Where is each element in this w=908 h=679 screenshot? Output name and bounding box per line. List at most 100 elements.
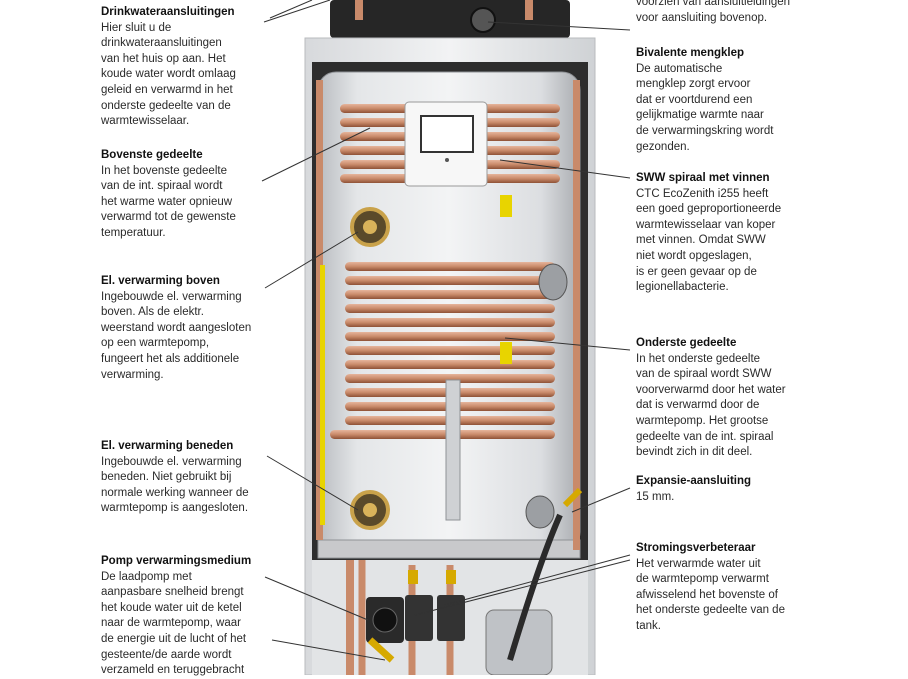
callout-line: De laadpomp met (101, 570, 192, 583)
callout-top-right: voorzien van aansluitleidingen voor aans… (636, 0, 790, 26)
callout-title: El. verwarming boven (101, 275, 220, 287)
callout-line: In het onderste gedeelte (636, 352, 761, 365)
callout-line: van de spiraal wordt SWW (636, 368, 772, 381)
callout-line: het onderste gedeelte van de (636, 604, 785, 617)
lower-sensor (500, 342, 512, 364)
callout-line: mengklep zorgt ervoor (636, 78, 751, 91)
callout-title: SWW spiraal met vinnen (636, 172, 770, 184)
callout-line: een goed geproportioneerde (636, 203, 782, 216)
callout-line: bevindt zich in dit deel. (636, 446, 753, 459)
callout-line: is er geen gevaar op de (636, 265, 757, 278)
callout-line: geleid en verwarmd in het (101, 83, 233, 96)
callout-line: warmtepomp is aangesloten. (101, 502, 249, 515)
callout-line: niet wordt opgeslagen, (636, 249, 752, 262)
callout-line: dat er voortdurend een (636, 93, 753, 106)
callout-line: 15 mm. (636, 490, 675, 503)
callout-line: de warmtepomp verwarmt (636, 573, 769, 586)
callout-line: tank. (636, 619, 661, 632)
expansion-vessel (485, 609, 553, 675)
callout-mengklep: Bivalente mengklep De automatische mengk… (636, 46, 773, 155)
tank-bottom (317, 539, 581, 559)
callout-line: verzameld en teruggebracht (101, 664, 245, 677)
top-pipe-right (525, 0, 533, 20)
side-fitting-lower (525, 495, 555, 529)
callout-line: op een warmtepomp, (101, 337, 210, 350)
pump-dial-icon (372, 607, 398, 633)
pump-3 (437, 595, 465, 641)
callout-line: gezonden. (636, 140, 690, 153)
callout-line: warmtewisselaar. (101, 115, 190, 128)
callout-line: temperatuur. (101, 226, 166, 239)
callout-drinkwater: Drinkwateraansluitingen Hier sluit u de … (101, 5, 236, 130)
callout-line: Het verwarmde water uit (636, 557, 761, 570)
callout-title: Expansie-aansluiting (636, 475, 752, 487)
callout-line: boven. Als de elektr. (101, 306, 204, 319)
callout-line: Ingebouwde el. verwarming (101, 290, 242, 303)
valve-1 (408, 570, 418, 584)
callout-title: Drinkwateraansluitingen (101, 6, 235, 18)
upper-heater-core (363, 220, 377, 234)
lower-heater-core (363, 503, 377, 517)
callout-line: De automatische (636, 62, 723, 75)
valve-2 (446, 570, 456, 584)
callout-line: legionellabacterie. (636, 281, 729, 294)
callout-line: onderste gedeelte van de (101, 99, 231, 112)
callout-expansie: Expansie-aansluiting 15 mm. (636, 474, 751, 505)
callout-pomp: Pomp verwarmingsmedium De laadpomp met a… (101, 554, 251, 679)
callout-line: gesteente/de aarde wordt (101, 648, 232, 661)
display-screen (420, 115, 474, 153)
display-button-icon (445, 158, 449, 162)
callout-line: van de int. spiraal wordt (101, 180, 223, 193)
expansion-fitting (562, 487, 583, 508)
mixing-valve-icon (470, 7, 496, 33)
callout-line: van het huis op aan. Het (101, 52, 226, 65)
callout-line: het koude water uit de ketel (101, 601, 242, 614)
callout-line: naar de warmtepomp, waar (101, 617, 241, 630)
callout-title: Bovenste gedeelte (101, 149, 203, 161)
left-vertical-pipe (316, 80, 323, 540)
right-vertical-pipe (573, 80, 580, 550)
callout-line: verwarmd tot de gewenste (101, 211, 236, 224)
pump-fitting (367, 637, 395, 663)
callout-title: Pomp verwarmingsmedium (101, 555, 252, 567)
callout-line: Ingebouwde el. verwarming (101, 455, 242, 468)
callout-line: de verwarmingskring wordt (636, 124, 774, 137)
callout-line: fungeert het als additionele (101, 352, 240, 365)
callout-title: Onderste gedeelte (636, 337, 737, 349)
hose (507, 513, 563, 661)
callout-line: beneden. Niet gebruikt bij (101, 471, 232, 484)
callout-el-boven: El. verwarming boven Ingebouwde el. verw… (101, 274, 251, 383)
callout-line: weerstand wordt aangesloten (101, 321, 252, 334)
callout-line: met vinnen. Omdat SWW (636, 234, 766, 247)
callout-line: afwisselend het bovenste of (636, 588, 778, 601)
callout-line: warmtewisselaar van koper (636, 218, 776, 231)
callout-line: aanpasbare snelheid brengt (101, 586, 244, 599)
callout-line: verwarming. (101, 368, 164, 381)
pump-2 (405, 595, 433, 641)
callout-line: drinkwateraansluitingen (101, 37, 222, 50)
callout-line: normale werking wanneer de (101, 486, 249, 499)
callout-line: Hier sluit u de (101, 21, 172, 34)
callout-line: voorzien van aansluitleidingen (636, 0, 791, 8)
callout-line: voor aansluiting bovenop. (636, 11, 768, 24)
callout-line: warmtepomp. Het grootse (636, 414, 769, 427)
upper-sensor (500, 195, 512, 217)
callout-line: CTC EcoZenith i255 heeft (636, 187, 769, 200)
callout-bovenste: Bovenste gedeelte In het bovenste gedeel… (101, 148, 236, 242)
top-pipe-left (355, 0, 363, 20)
side-fitting-upper (538, 263, 568, 301)
callout-line: dat is verwarmd door de (636, 399, 760, 412)
callout-title: Bivalente mengklep (636, 47, 745, 59)
callout-onderste: Onderste gedeelte In het onderste gedeel… (636, 336, 786, 461)
top-connection-box (330, 0, 570, 38)
leader-lines (261, 0, 631, 661)
callout-line: de energie uit de lucht of het (101, 632, 247, 645)
callout-line: koude water wordt omlaag (101, 68, 236, 81)
callout-title: El. verwarming beneden (101, 440, 234, 452)
callout-line: gedeelte van de int. spiraal (636, 430, 774, 443)
callout-el-beneden: El. verwarming beneden Ingebouwde el. ve… (101, 439, 249, 517)
yellow-pipe (320, 265, 325, 525)
callout-sww: SWW spiraal met vinnen CTC EcoZenith i25… (636, 171, 781, 296)
callout-line: het warme water opnieuw (101, 195, 233, 208)
